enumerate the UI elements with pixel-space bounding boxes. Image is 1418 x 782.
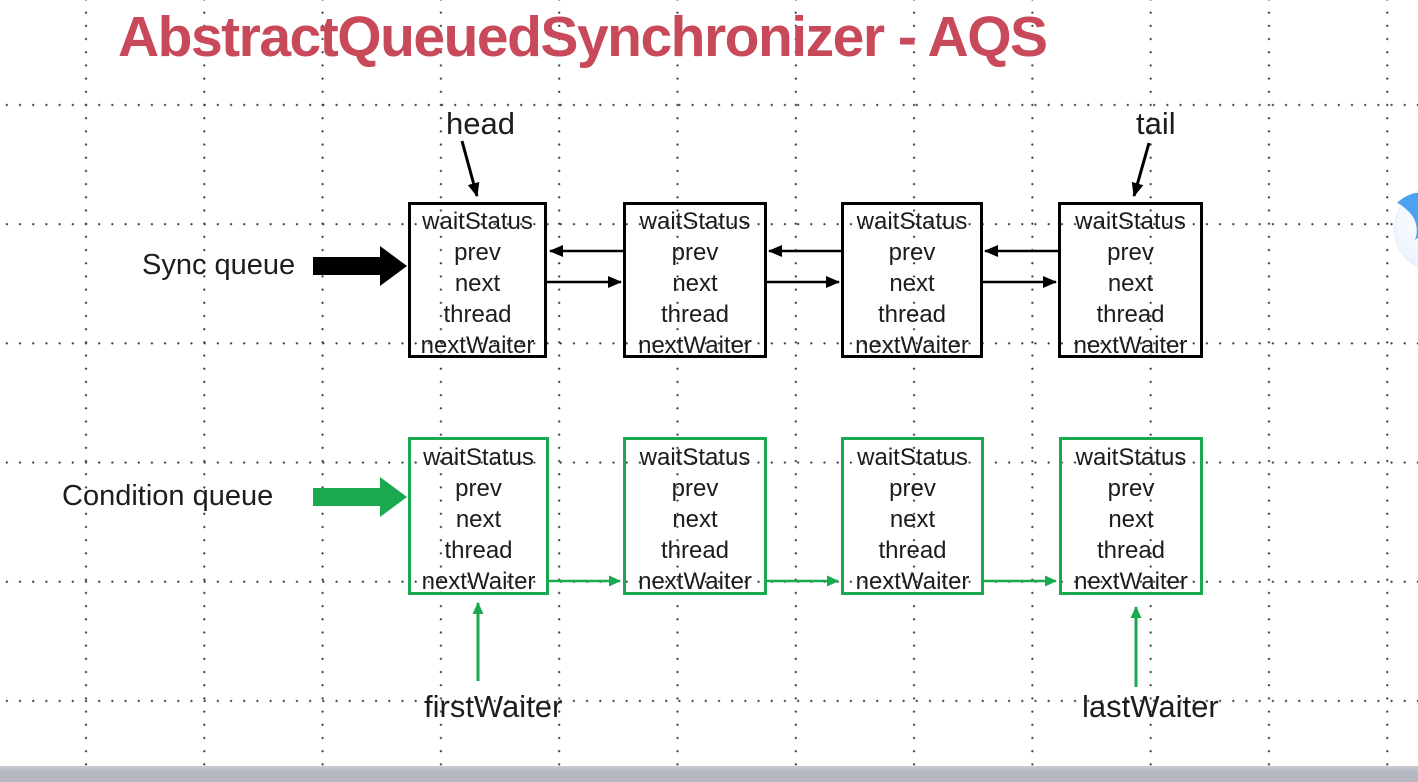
node-field-thread: thread [444, 537, 513, 564]
node-field-thread: thread [660, 537, 730, 564]
condition-queue-block-arrow [313, 477, 407, 517]
page-title: AbstractQueuedSynchronizer - AQS [118, 5, 1048, 69]
node-field-prev: prev [1107, 475, 1155, 502]
node-field-next: next [889, 506, 936, 533]
node-field-waitstatus: waitStatus [857, 444, 968, 471]
condition-node-4: waitStatus prev next thread nextWaiter [1059, 437, 1203, 595]
node-field-waitstatus: waitStatus [856, 208, 968, 235]
head-pointer-label: head [446, 106, 515, 141]
node-field-thread: thread [1096, 301, 1165, 328]
node-field-next: next [1108, 506, 1154, 533]
sync-node-3: waitStatus prev next thread nextWaiter [841, 202, 983, 359]
node-field-nextwaiter: nextWaiter [1073, 332, 1188, 359]
node-field-prev: prev [1107, 239, 1154, 266]
node-field-next: next [672, 506, 718, 533]
sync-queue-block-arrow [313, 246, 407, 286]
node-field-thread: thread [443, 301, 512, 328]
tail-arrow [1131, 142, 1151, 197]
sync-node-4: waitStatus prev next thread nextWaiter [1058, 202, 1203, 359]
node-field-prev: prev [888, 239, 936, 266]
condition-queue-label: Condition queue [62, 480, 274, 512]
node-field-nextwaiter: nextWaiter [420, 332, 535, 359]
node-field-waitstatus: waitStatus [1075, 444, 1187, 471]
node-field-next: next [1107, 270, 1154, 297]
condition-node-3: waitStatus prev next thread nextWaiter [841, 437, 984, 595]
node-field-prev: prev [671, 239, 719, 266]
node-field-nextwaiter: nextWaiter [855, 568, 970, 595]
node-field-thread: thread [660, 301, 730, 328]
node-field-prev: prev [454, 239, 501, 266]
node-field-next: next [889, 270, 935, 297]
node-field-waitstatus: waitStatus [1075, 208, 1186, 235]
node-field-waitstatus: waitStatus [423, 444, 534, 471]
node-field-waitstatus: waitStatus [639, 208, 751, 235]
tail-pointer-label: tail [1136, 106, 1176, 141]
first-waiter-label: firstWaiter [424, 689, 563, 724]
node-field-thread: thread [1096, 537, 1166, 564]
condition-node-1: waitStatus prev next thread nextWaiter [408, 437, 549, 595]
node-field-nextwaiter: nextWaiter [1074, 568, 1188, 595]
node-field-waitstatus: waitStatus [422, 208, 533, 235]
bird-assistant-icon [1397, 192, 1418, 240]
head-arrow [460, 140, 480, 197]
node-field-waitstatus: waitStatus [639, 444, 751, 471]
node-field-prev: prev [671, 475, 719, 502]
bottom-taskbar [0, 766, 1418, 782]
node-field-thread: thread [877, 301, 947, 328]
node-field-next: next [455, 506, 502, 533]
node-field-prev: prev [455, 475, 502, 502]
node-field-prev: prev [889, 475, 936, 502]
node-field-nextwaiter: nextWaiter [638, 568, 752, 595]
node-field-nextwaiter: nextWaiter [421, 568, 536, 595]
condition-node-2: waitStatus prev next thread nextWaiter [623, 437, 767, 595]
node-field-nextwaiter: nextWaiter [855, 332, 969, 359]
last-waiter-label: lastWaiter [1082, 689, 1219, 724]
node-field-nextwaiter: nextWaiter [638, 332, 752, 359]
sync-queue-label: Sync queue [142, 249, 296, 281]
floating-assistant-bubble[interactable] [1394, 186, 1418, 272]
node-field-next: next [454, 270, 501, 297]
sync-node-1: waitStatus prev next thread nextWaiter [408, 202, 547, 359]
node-field-thread: thread [878, 537, 947, 564]
sync-node-2: waitStatus prev next thread nextWaiter [623, 202, 767, 359]
node-field-next: next [672, 270, 718, 297]
